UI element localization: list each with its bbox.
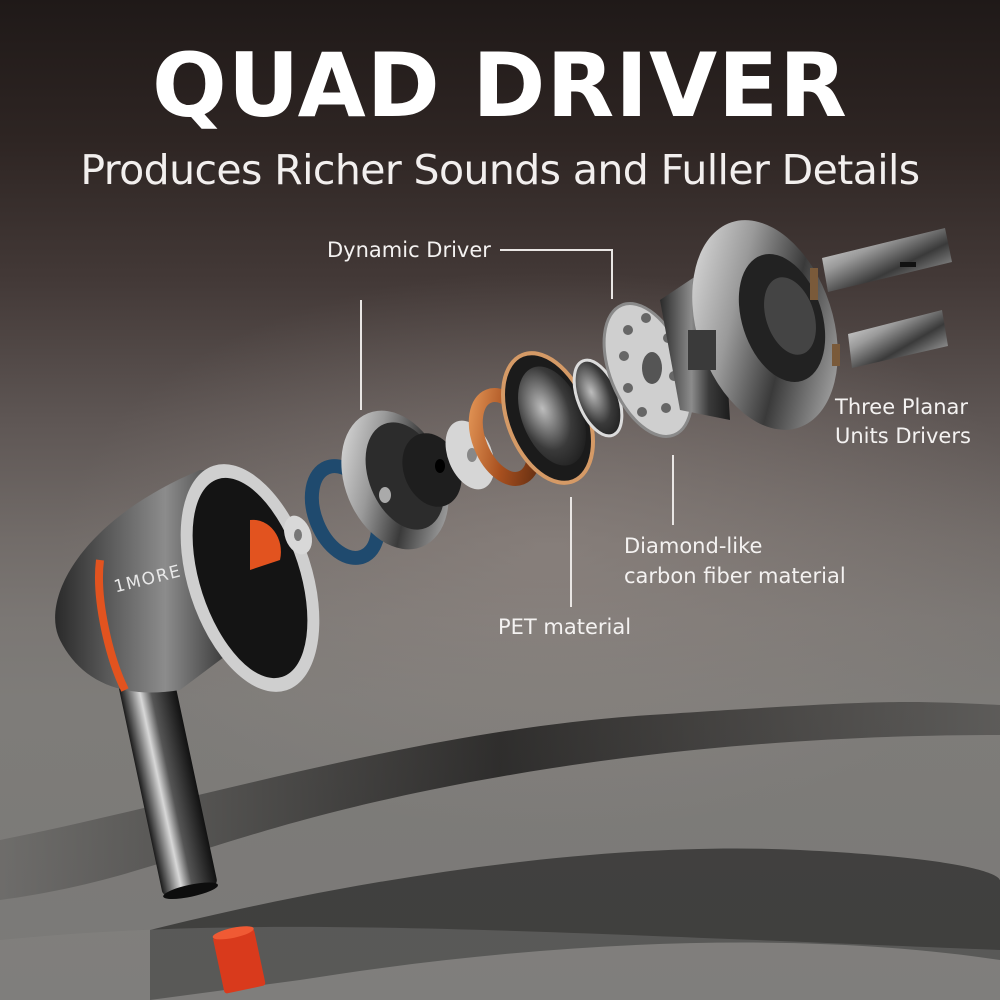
callout-text: Diamond-like xyxy=(624,534,763,558)
callout-diamond-like: Diamond-like carbon fiber material xyxy=(624,531,846,591)
red-end-cap xyxy=(212,926,266,994)
callout-pet-material: PET material xyxy=(498,613,631,642)
callout-three-planar: Three Planar Units Drivers xyxy=(835,393,971,451)
callout-text: PET material xyxy=(498,615,632,639)
callout-text: Dynamic Driver xyxy=(327,238,491,262)
planar-unit-housing xyxy=(660,220,838,430)
leader-line xyxy=(611,249,613,299)
page-title: QUAD DRIVER xyxy=(152,34,848,137)
leader-line xyxy=(360,300,362,410)
callout-dynamic-driver: Dynamic Driver xyxy=(327,236,491,265)
leader-line xyxy=(570,497,572,607)
planar-driver-top xyxy=(810,228,952,300)
callout-text: Three Planar xyxy=(835,395,969,419)
callout-text: Units Drivers xyxy=(835,424,971,448)
callout-text: carbon fiber material xyxy=(624,564,846,588)
planar-driver-bottom xyxy=(832,310,948,368)
spacer-washer xyxy=(283,515,313,555)
pet-diaphragm xyxy=(501,351,595,485)
stem xyxy=(117,665,218,900)
earbud-shell xyxy=(55,464,320,693)
leader-line xyxy=(672,455,674,525)
leader-line xyxy=(500,249,613,251)
page-subtitle: Produces Richer Sounds and Fuller Detail… xyxy=(80,146,920,194)
